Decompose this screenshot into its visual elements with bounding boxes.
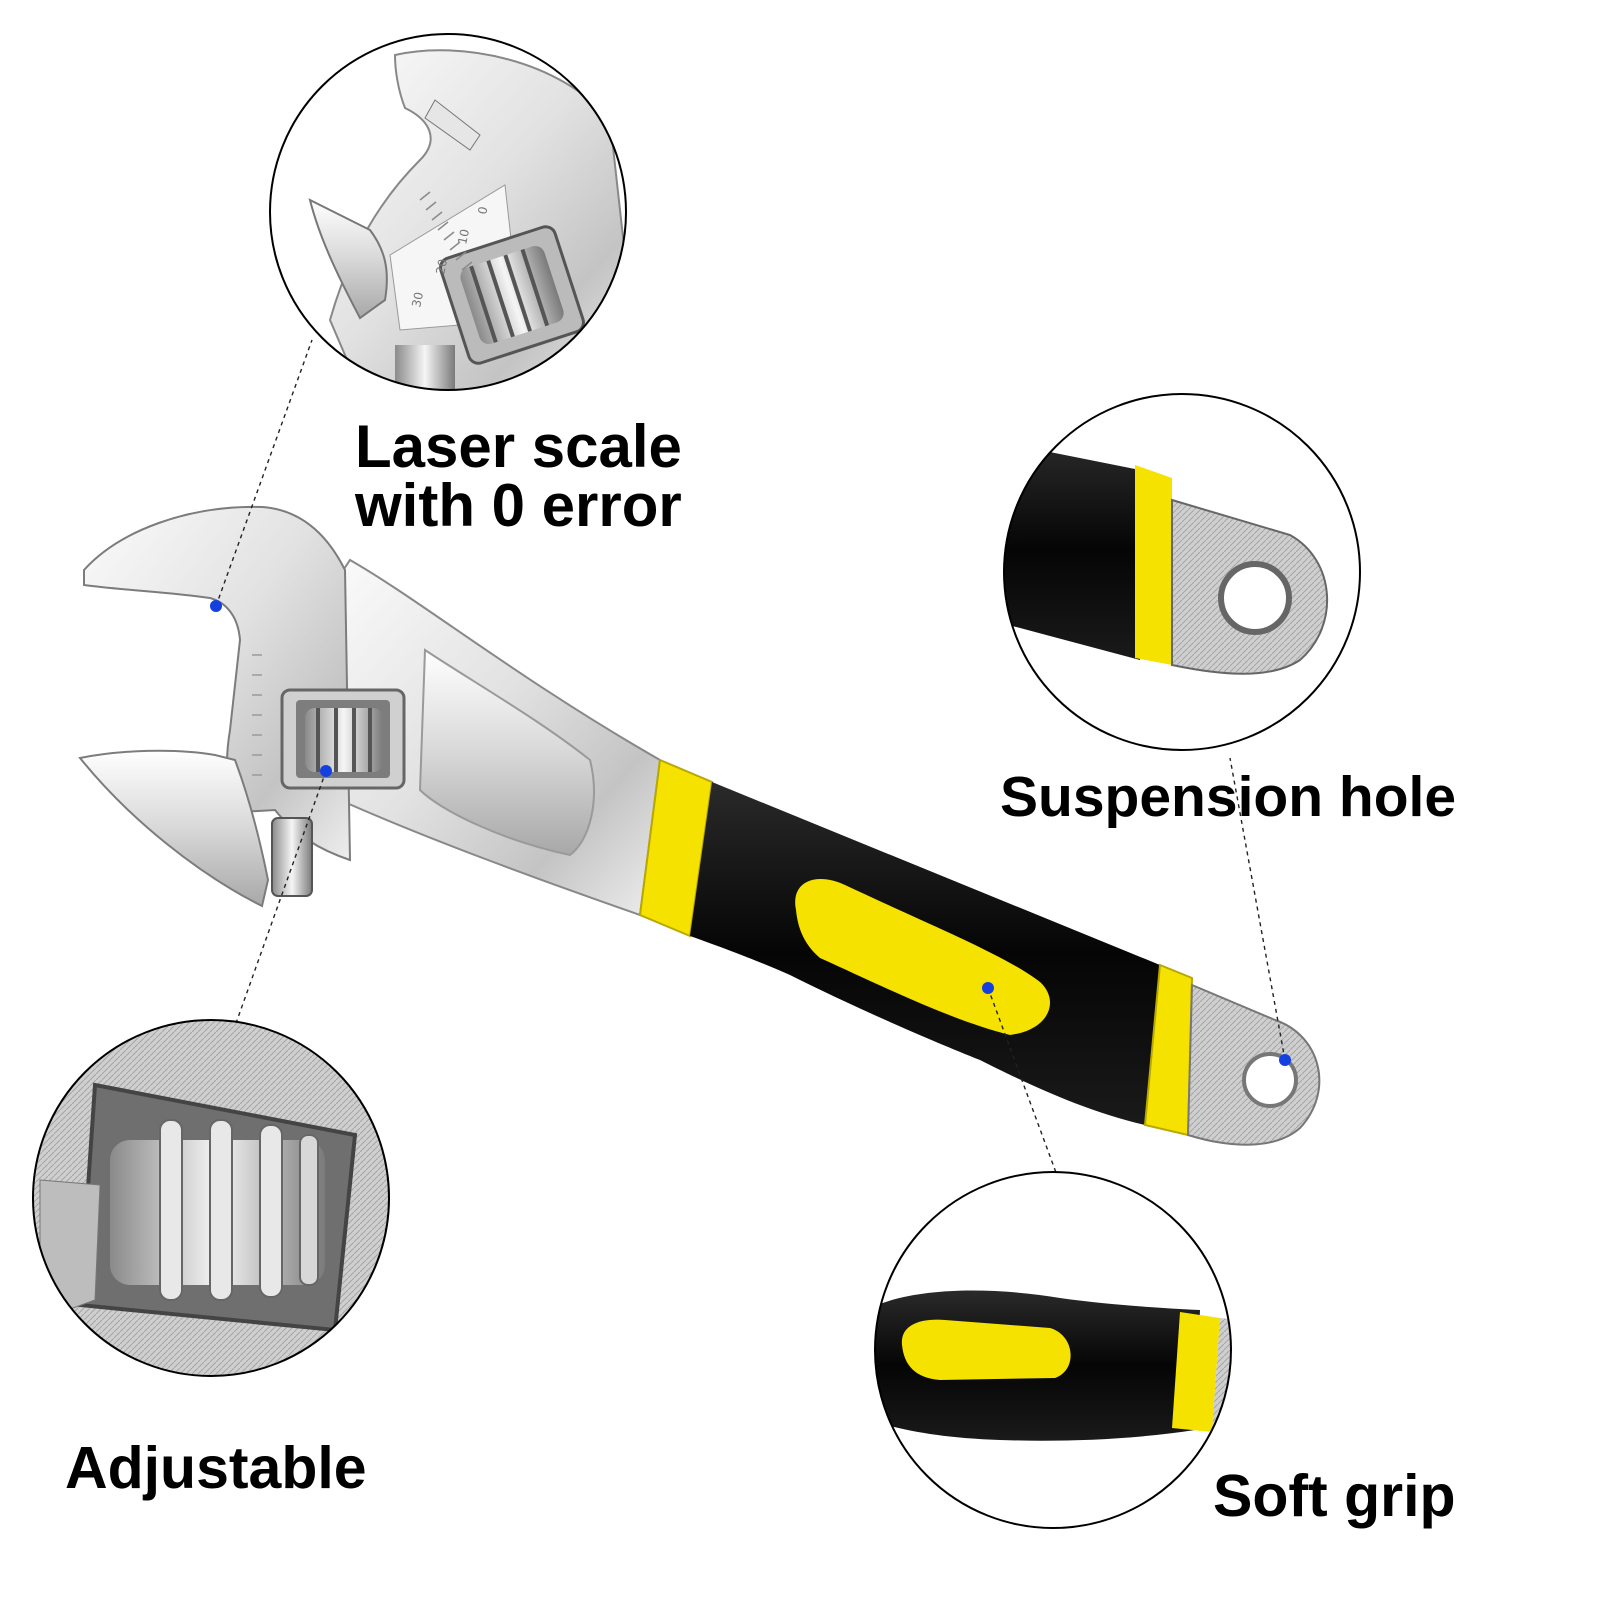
svg-text:20: 20 [433,258,450,276]
callout-soft-grip: Soft grip [1213,1463,1456,1529]
detail-circle-adjustable [32,1019,390,1377]
callout-suspension-hole-text: Suspension hole [1000,765,1457,829]
suspension-hole-graphic [1242,1052,1298,1108]
marker-dot-laser-scale [210,600,222,612]
leader-laser-scale [215,339,313,607]
marker-dot-adjustable [320,765,332,777]
svg-text:30: 30 [409,291,426,309]
worm-gear-closeup [110,1119,325,1301]
leader-suspension [1229,757,1286,1061]
callout-laser-scale-line1: Laser scale [355,413,682,480]
detail-circle-suspension-hole [1003,393,1361,751]
callout-adjustable-text: Adjustable [65,1435,367,1501]
wrench-image [78,505,1321,1146]
detail-circle-laser-scale: 0 10 20 30 [269,33,627,391]
callout-soft-grip-text: Soft grip [1213,1463,1456,1529]
leader-soft-grip [987,987,1059,1179]
grip-thumb-pad [795,878,1050,1035]
wrench-handle-channel [418,648,595,857]
callout-adjustable: Adjustable [65,1435,367,1501]
callout-laser-scale-line2: with 0 error [355,471,682,539]
svg-text:10: 10 [455,228,472,246]
svg-text:0: 0 [475,205,490,215]
worm-gear [305,708,383,772]
wrench-movable-jaw [78,749,270,908]
engraved-scale [252,654,262,776]
callout-laser-scale: Laser scale with 0 error [355,413,682,539]
scale-numbers: 0 10 20 30 [409,205,490,308]
detail-circle-soft-grip [874,1171,1232,1529]
callout-suspension-hole: Suspension hole [1000,765,1457,829]
marker-dot-soft-grip [982,982,994,994]
marker-dot-suspension [1279,1054,1291,1066]
